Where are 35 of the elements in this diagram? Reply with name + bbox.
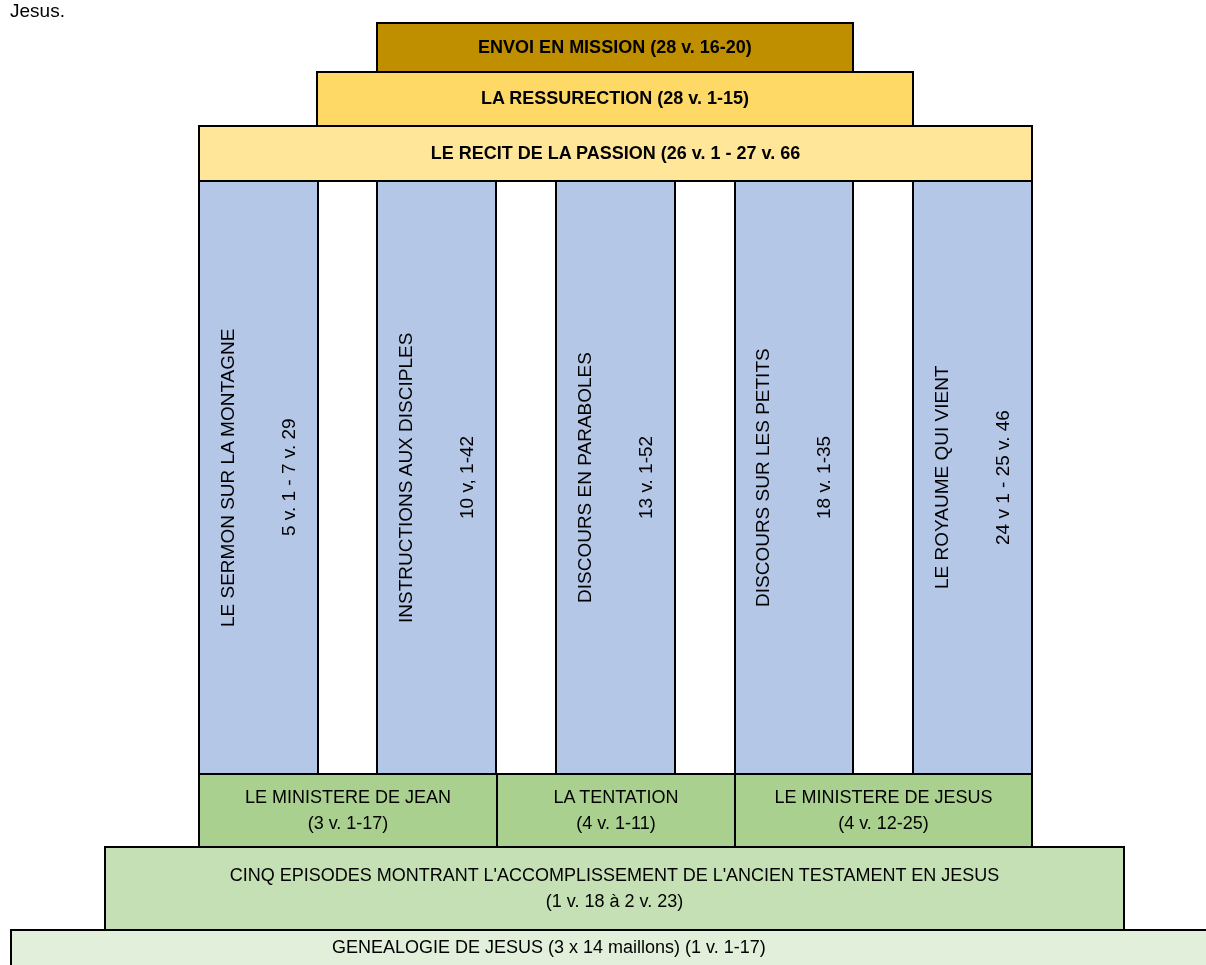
node-title: INSTRUCTIONS AUX DISCIPLES xyxy=(393,332,417,623)
verse-reference: (1 v. 18 à 2 v. 23) xyxy=(545,889,684,913)
node-title: CINQ EPISODES MONTRANT L'ACCOMPLISSEMENT DE L'ANCIEN TESTAMENT EN JESUS xyxy=(229,864,1000,888)
verse-reference: 10 v, 1-42 xyxy=(454,435,478,520)
node-title: LA TENTATION xyxy=(553,786,679,810)
pillar-box xyxy=(555,180,676,775)
verse-reference: 18 v. 1-35 xyxy=(812,435,835,520)
node-title: LE ROYAUME QUI VIENT xyxy=(929,365,953,590)
base-box xyxy=(198,773,498,848)
node-title: LE SERMON SUR LA MONTAGNE xyxy=(215,328,239,627)
pillar-box xyxy=(734,180,854,775)
mission-band xyxy=(376,22,854,73)
verse-reference: (3 v. 1-17) xyxy=(307,811,389,835)
verse-reference: (4 v. 1-11) xyxy=(576,811,656,835)
pillar-box xyxy=(198,180,319,775)
node-title: LA RESSURECTION (28 v. 1-15) xyxy=(480,87,750,111)
base-box xyxy=(496,773,736,848)
foundation-band xyxy=(104,846,1125,931)
node-title: LE RECIT DE LA PASSION (26 v. 1 - 27 v. 66 xyxy=(430,141,801,165)
verse-reference: 5 v. 1 - 7 v. 29 xyxy=(276,418,300,537)
pillar-box xyxy=(912,180,1033,775)
verse-reference: 13 v. 1-52 xyxy=(633,435,657,520)
node-title: ENVOI EN MISSION (28 v. 16-20) xyxy=(478,35,752,59)
node-title: LE MINISTERE DE JESUS xyxy=(774,786,993,810)
node-title: DISCOURS SUR LES PETITS xyxy=(751,348,775,607)
passion-band xyxy=(198,125,1033,182)
note-text: Jesus. xyxy=(10,0,65,22)
node-title: GENEALOGIE DE JESUS (3 x 14 maillons) (1 v. 1-17) xyxy=(332,936,766,959)
node-title: LE MINISTERE DE JEAN xyxy=(244,786,451,810)
verse-reference: 24 v 1 - 25 v. 46 xyxy=(990,410,1014,545)
node-title: DISCOURS EN PARABOLES xyxy=(572,352,596,603)
pillar-box xyxy=(376,180,497,775)
base-box xyxy=(734,773,1033,848)
resurrection-band xyxy=(316,71,914,127)
verse-reference: (4 v. 12-25) xyxy=(838,811,929,835)
